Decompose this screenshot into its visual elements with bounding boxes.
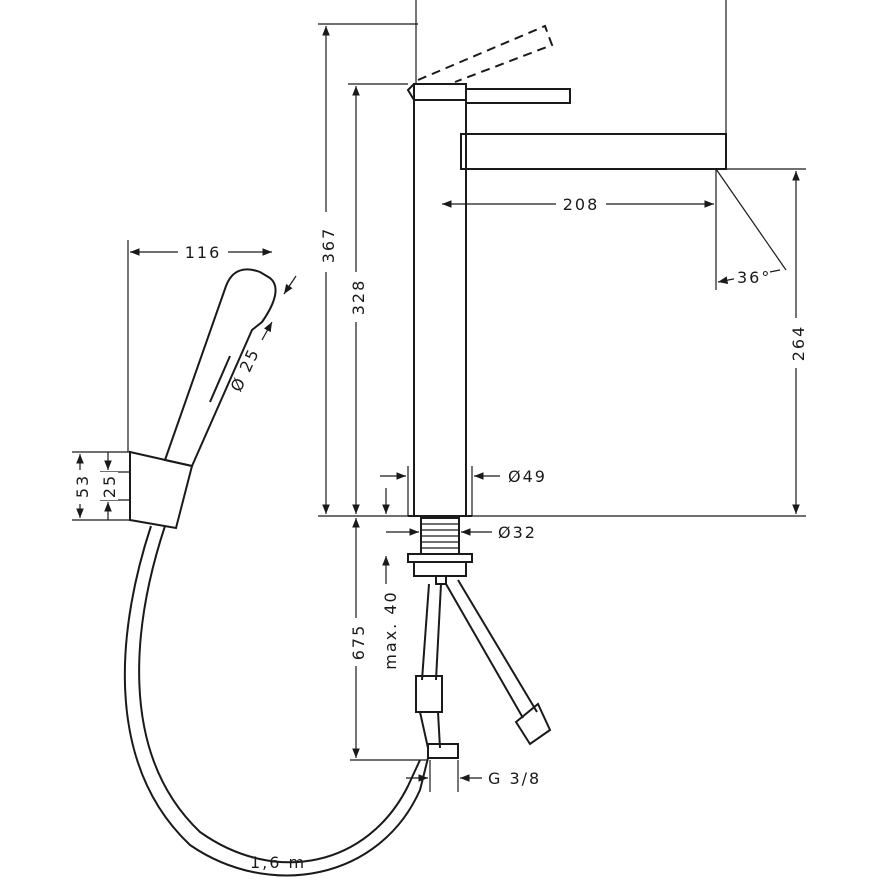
threaded-shank xyxy=(407,517,473,585)
dim-supply-hose-length: 675 xyxy=(349,624,368,661)
shower-hose xyxy=(123,525,429,877)
dim-shank-diameter: Ø32 xyxy=(498,523,537,542)
dim-shower-hose-length: 1,6 m xyxy=(250,853,306,872)
hand-shower xyxy=(163,268,277,468)
spout xyxy=(460,133,727,170)
dim-connection-thread: G 3/8 xyxy=(488,769,541,788)
dim-handshower-diameter: Ø 25 xyxy=(227,345,264,395)
faucet-body xyxy=(406,83,472,517)
dim-max-counter-thickness: max. 40 xyxy=(381,590,400,669)
supply-hose-left xyxy=(415,583,459,759)
lever-handle xyxy=(465,88,571,104)
dim-body-height: 328 xyxy=(349,279,368,316)
dim-holder-height: 53 xyxy=(73,474,92,498)
shower-holder xyxy=(129,450,194,530)
dim-holder-inner: 25 xyxy=(100,474,119,498)
dim-handshower-width: 116 xyxy=(185,243,222,262)
dim-total-height: 367 xyxy=(319,227,338,264)
dim-spout-clearance: 264 xyxy=(789,325,808,362)
dimension-arrows xyxy=(76,26,800,782)
dim-spout-reach: 208 xyxy=(563,195,600,214)
dim-spout-angle: 36° xyxy=(737,268,771,287)
supply-hose-right xyxy=(445,579,552,746)
extension-lines xyxy=(72,0,806,792)
dim-body-diameter: Ø49 xyxy=(508,467,547,486)
lever-handle-dashed-position xyxy=(417,24,554,83)
